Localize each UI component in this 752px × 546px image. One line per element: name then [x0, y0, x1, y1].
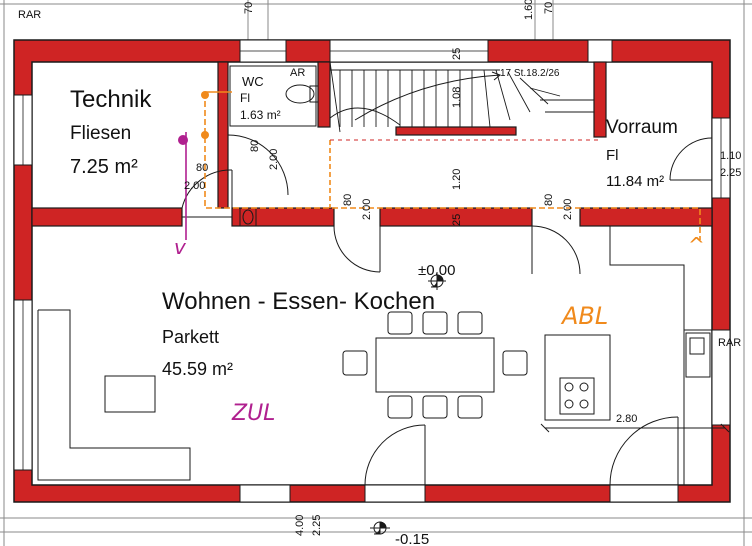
- dim-vorraum-door-w: 80: [543, 194, 555, 206]
- sofa: [37, 309, 191, 481]
- room-floor-wc: Fl: [240, 91, 250, 105]
- dim-entry-h: 2.25: [720, 167, 741, 179]
- rar-right-label: RAR: [718, 337, 741, 349]
- rar-top-label: RAR: [18, 9, 41, 21]
- interior-walls: [31, 61, 713, 227]
- dim-bottom-w: 4.00: [294, 515, 306, 536]
- dim-technik-door-w: 80: [196, 162, 208, 174]
- window-glazing: [22, 50, 722, 470]
- ventilation-ducts: [178, 91, 701, 240]
- room-area-vorraum: 11.84 m²: [606, 173, 664, 190]
- room-name-wc: WC: [242, 74, 264, 89]
- dining-set: [342, 311, 528, 419]
- dim-top-b: 1.60: [523, 0, 535, 20]
- dim-stair-120: 1.20: [451, 169, 463, 190]
- dim-stair-25-top: 25: [451, 48, 463, 60]
- room-floor-technik: Fliesen: [70, 123, 131, 144]
- dim-counter-length: 2.80: [616, 413, 637, 425]
- dim-entry-w: 1.10: [720, 150, 741, 162]
- annotation-abl: ABL: [560, 302, 608, 330]
- stair-arrow: [354, 71, 501, 121]
- main-level-label: ±0.00: [418, 262, 455, 279]
- dim-vorraum-door-h: 2.00: [562, 199, 574, 220]
- dim-stair-25-bottom: 25: [451, 214, 463, 226]
- outside-level-label: -0.15: [395, 531, 429, 546]
- annotation-zul: ZUL: [231, 401, 275, 426]
- dim-hall-door-w: 80: [342, 194, 354, 206]
- doors: [181, 134, 713, 486]
- outside-level-marker: [370, 521, 390, 535]
- annotation-arrow-supply: v: [174, 235, 187, 259]
- dim-top-a: 70: [243, 2, 255, 14]
- room-area-wc: 1.63 m²: [240, 108, 281, 122]
- level-marker: [428, 272, 446, 290]
- room-floor-vorraum: Fl: [606, 147, 619, 164]
- room-name-living: Wohnen - Essen- Kochen: [162, 288, 435, 315]
- dim-wc-door-w: 80: [249, 140, 261, 152]
- wc-vent-label: AR: [290, 67, 305, 79]
- room-name-vorraum: Vorraum: [606, 117, 678, 138]
- room-area-technik: 7.25 m²: [70, 156, 138, 178]
- annotation-arrow-exhaust: ^: [688, 233, 705, 257]
- dim-wc-door-h: 2.00: [268, 149, 280, 170]
- dim-bottom-h: 2.25: [311, 515, 323, 536]
- dim-technik-door-h: 2.00: [184, 180, 205, 192]
- room-floor-living: Parkett: [162, 327, 219, 347]
- staircase: [329, 61, 594, 133]
- dim-hall-door-h: 2.00: [361, 199, 373, 220]
- room-name-technik: Technik: [70, 86, 152, 113]
- dim-top-c: 70: [543, 2, 555, 14]
- kitchen: [540, 226, 730, 485]
- room-area-living: 45.59 m²: [162, 359, 233, 379]
- dim-stair-108: 1.08: [451, 87, 463, 108]
- stair-label: 17 St.18.2/26: [500, 68, 560, 79]
- wc-fixtures: [229, 65, 319, 227]
